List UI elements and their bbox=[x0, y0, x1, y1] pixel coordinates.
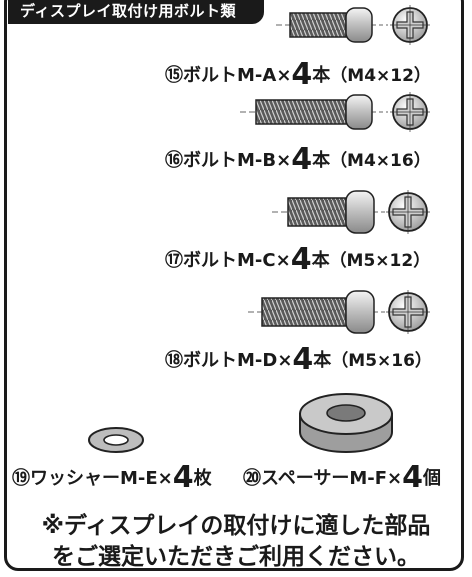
item-label-m-b: ⑯ボルトM-B×4本（M4×16） bbox=[165, 142, 431, 177]
header-tab: ディスプレイ取付け用ボルト類 bbox=[8, 0, 264, 24]
phillips-head-icon bbox=[390, 92, 430, 132]
item-label-m-a: ⑮ボルトM-A×4本（M4×12） bbox=[165, 57, 431, 92]
spacer-label: ⑳スペーサーM-F×4個 bbox=[243, 460, 442, 495]
item-label-m-d: ⑱ボルトM-D×4本（M5×16） bbox=[165, 342, 432, 377]
washer-icon bbox=[88, 427, 144, 453]
washer-label: ⑲ワッシャーM-E×4枚 bbox=[12, 460, 212, 495]
phillips-head-icon bbox=[386, 190, 430, 234]
usage-notice-line-2: をご選定いただきご利用ください。 bbox=[52, 544, 420, 570]
phillips-head-icon bbox=[390, 5, 430, 45]
usage-notice-line-1: ※ディスプレイの取付けに適した部品 bbox=[41, 513, 431, 539]
item-label-m-c: ⑰ボルトM-C×4本（M5×12） bbox=[165, 242, 431, 277]
phillips-head-icon bbox=[386, 290, 430, 334]
spacer-icon bbox=[299, 393, 393, 453]
parts-frame bbox=[4, 0, 464, 571]
header-title: ディスプレイ取付け用ボルト類 bbox=[20, 2, 236, 20]
